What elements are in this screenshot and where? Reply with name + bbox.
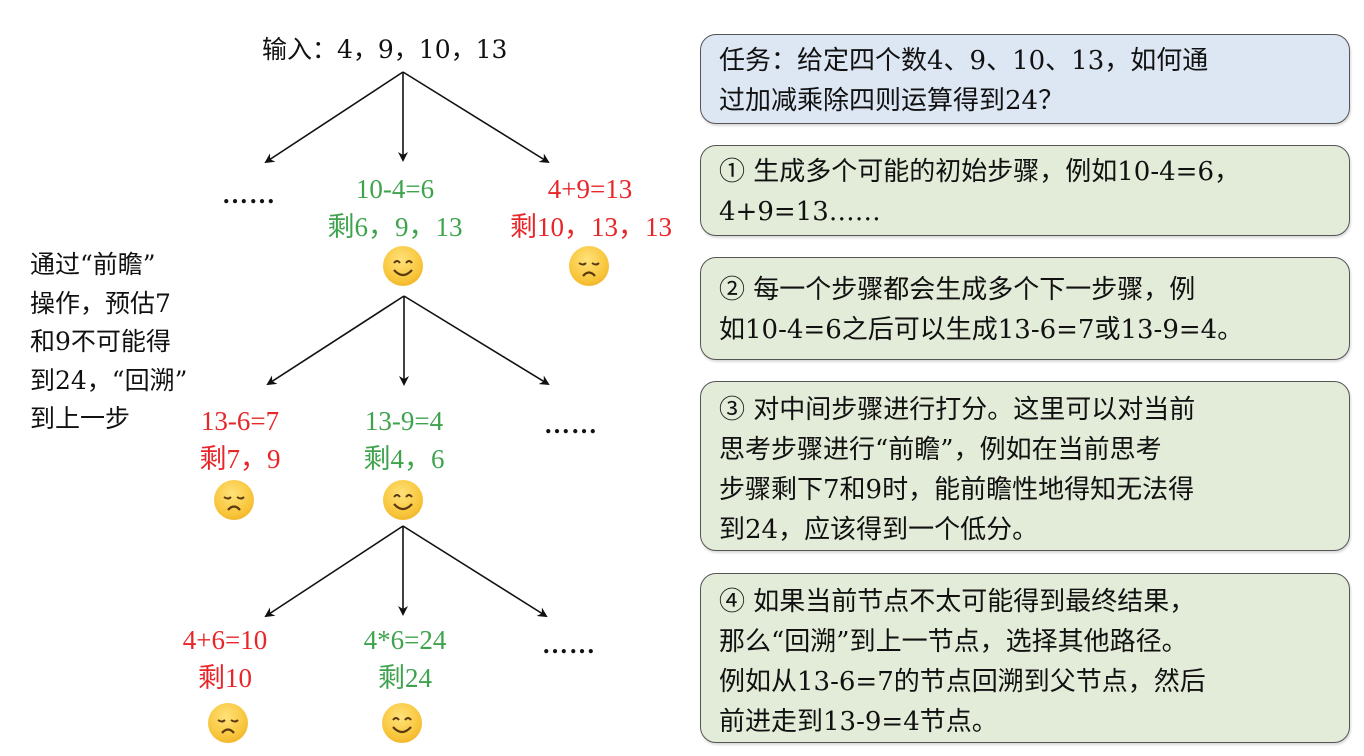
note-line: 操作，预估7 (30, 288, 171, 318)
note-line: 到24，“回溯” (30, 365, 188, 395)
note-line: 到上一步 (30, 404, 131, 433)
panel-line: ② 每一个步骤都会生成多个下一步骤，例 (719, 275, 1196, 305)
panel-line: 到24，应该得到一个低分。 (719, 515, 1039, 545)
step4-panel: ④ 如果当前节点不太可能得到最终结果， 那么“回溯”到上一节点，选择其他路径。 … (700, 573, 1350, 743)
arrow-root-left (264, 71, 404, 164)
smile-icon (383, 480, 423, 520)
note-line: 和9不可能得 (30, 327, 171, 356)
root-node: 输入：4，9，10，13 (262, 35, 508, 64)
arrow-l1-left (266, 295, 405, 386)
panel-line: 前进走到13-9=4节点。 (719, 707, 998, 737)
node-step: 4+9=13 (547, 174, 633, 204)
node-remain: 剩7，9 (199, 444, 281, 474)
ellipsis: …… (542, 630, 596, 659)
panel-line: ③ 对中间步骤进行打分。这里可以对当前 (719, 395, 1196, 425)
panel-line: 那么“回溯”到上一节点，选择其他路径。 (719, 627, 1188, 657)
arrow-root-right (402, 71, 550, 164)
lookahead-note: 通过“前瞻” 操作，预估7 和9不可能得 到24，“回溯” 到上一步 (30, 246, 250, 439)
arrow-l2-right (402, 525, 548, 618)
panel-line: 思考步骤进行“前瞻”，例如在当前思考 (719, 435, 1162, 465)
node-remain: 剩24 (378, 663, 432, 693)
ellipsis: …… (544, 410, 598, 439)
node-step: 4*6=24 (363, 625, 447, 655)
panel-line: 任务：给定四个数4、9、10、13，如何通 (719, 46, 1209, 76)
sad-icon (569, 246, 609, 286)
node-remain: 剩4，6 (363, 444, 445, 474)
sad-icon (208, 703, 248, 743)
node-step: 13-9=4 (364, 406, 444, 436)
node-step: 13-6=7 (200, 406, 280, 436)
panel-line: 例如从13-6=7的节点回溯到父节点，然后 (719, 667, 1206, 697)
step3-panel: ③ 对中间步骤进行打分。这里可以对当前 思考步骤进行“前瞻”，例如在当前思考 步… (700, 381, 1350, 551)
tree-arrows (264, 71, 550, 618)
panel-line: 4+9=13…… (719, 197, 881, 227)
sad-icon (214, 480, 254, 520)
panel-line: 过加减乘除四则运算得到24？ (719, 86, 1065, 116)
node-step: 10-4=6 (355, 174, 435, 204)
note-line: 通过“前瞻” (30, 250, 156, 279)
ellipsis: …… (222, 180, 276, 209)
step1-panel: ① 生成多个可能的初始步骤，例如10-4=6， 4+9=13…… (700, 145, 1350, 236)
panel-line: ④ 如果当前节点不太可能得到最终结果， (719, 587, 1196, 617)
step2-panel: ② 每一个步骤都会生成多个下一步骤，例 如10-4=6之后可以生成13-6=7或… (700, 257, 1350, 360)
panel-line: ① 生成多个可能的初始步骤，例如10-4=6， (719, 157, 1241, 187)
panel-line: 步骤剩下7和9时，能前瞻性地得知无法得 (719, 475, 1195, 505)
smile-icon (382, 703, 422, 743)
task-panel: 任务：给定四个数4、9、10、13，如何通 过加减乘除四则运算得到24？ (700, 34, 1350, 124)
node-remain: 剩6，9，13 (327, 212, 463, 242)
node-remain: 剩10，13，13 (510, 212, 672, 242)
panel-line: 如10-4=6之后可以生成13-6=7或13-9=4。 (719, 315, 1244, 345)
node-step: 4+6=10 (182, 625, 268, 655)
arrow-l1-right (403, 295, 550, 386)
arrow-l2-left (264, 525, 404, 618)
smile-icon (383, 246, 423, 286)
node-remain: 剩10 (198, 663, 252, 693)
